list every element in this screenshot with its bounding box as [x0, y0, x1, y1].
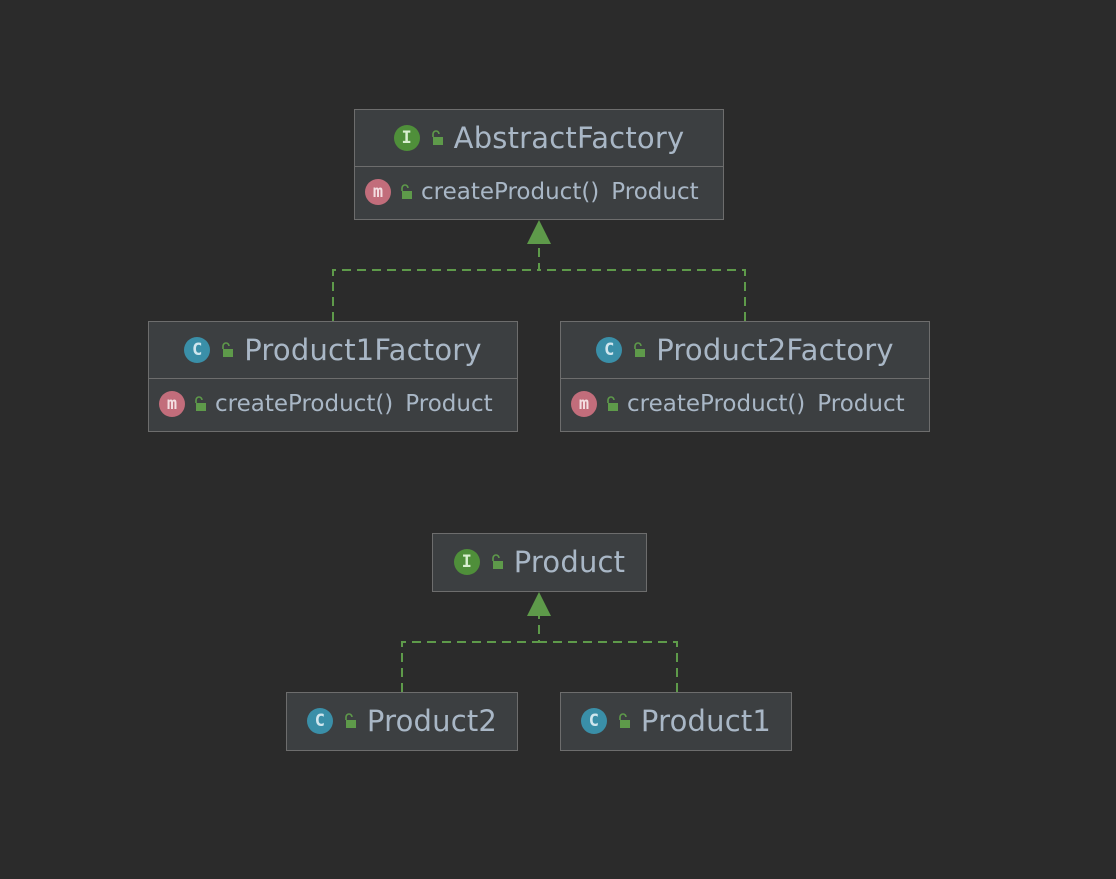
node-header: C Product1	[561, 693, 791, 749]
node-abstract-factory[interactable]: I AbstractFactory m createProduct() Produ…	[354, 109, 724, 220]
method-return-type: Product	[405, 391, 493, 417]
method-row[interactable]: m createProduct() Product	[149, 378, 517, 429]
interface-icon: I	[453, 549, 480, 575]
public-lock-icon	[195, 396, 206, 411]
public-lock-icon	[619, 713, 630, 728]
node-title: Product1	[640, 704, 772, 738]
method-return-type: Product	[817, 391, 905, 417]
class-icon: C	[306, 708, 333, 734]
public-lock-icon	[634, 342, 646, 357]
method-signature: createProduct() Product	[421, 179, 699, 205]
public-lock-icon	[345, 713, 356, 728]
method-icon: m	[571, 391, 597, 417]
class-icon: C	[596, 337, 623, 363]
edge-product1-product	[539, 641, 678, 692]
public-lock-icon	[491, 554, 503, 569]
method-row[interactable]: m createProduct() Product	[355, 166, 723, 217]
public-lock-icon	[401, 184, 412, 199]
node-title: Product	[513, 545, 626, 579]
node-title: Product1Factory	[244, 333, 482, 367]
public-lock-icon	[607, 396, 618, 411]
method-signature: createProduct() Product	[627, 391, 905, 417]
edge-product1factory-abstractfactory	[332, 244, 540, 321]
node-header: C Product1Factory	[149, 322, 517, 378]
node-product1-factory[interactable]: C Product1Factory m createProduct() Produ…	[148, 321, 518, 432]
node-header: C Product2	[287, 693, 517, 749]
interface-icon: I	[393, 125, 420, 151]
public-lock-icon	[222, 342, 234, 357]
method-row[interactable]: m createProduct() Product	[561, 378, 929, 429]
node-header: C Product2Factory	[561, 322, 929, 378]
method-return-type: Product	[611, 179, 699, 205]
class-icon: C	[580, 708, 607, 734]
method-name: createProduct()	[421, 179, 600, 205]
node-title: Product2Factory	[656, 333, 894, 367]
node-product1[interactable]: C Product1	[560, 692, 792, 751]
public-lock-icon	[431, 130, 443, 145]
method-icon: m	[159, 391, 185, 417]
edge-product2-product	[401, 616, 540, 692]
node-title: AbstractFactory	[453, 121, 685, 155]
node-title: Product2	[366, 704, 498, 738]
arrowhead-abstractfactory	[527, 220, 551, 244]
method-signature: createProduct() Product	[215, 391, 493, 417]
node-product2-factory[interactable]: C Product2Factory m createProduct() Produ…	[560, 321, 930, 432]
class-icon: C	[184, 337, 211, 363]
edge-product2factory-abstractfactory	[539, 269, 746, 321]
node-product2[interactable]: C Product2	[286, 692, 518, 751]
arrowhead-product	[527, 592, 551, 616]
method-name: createProduct()	[215, 391, 394, 417]
node-header: I Product	[433, 534, 646, 590]
method-icon: m	[365, 179, 391, 205]
method-name: createProduct()	[627, 391, 806, 417]
node-product[interactable]: I Product	[432, 533, 647, 592]
node-header: I AbstractFactory	[355, 110, 723, 166]
